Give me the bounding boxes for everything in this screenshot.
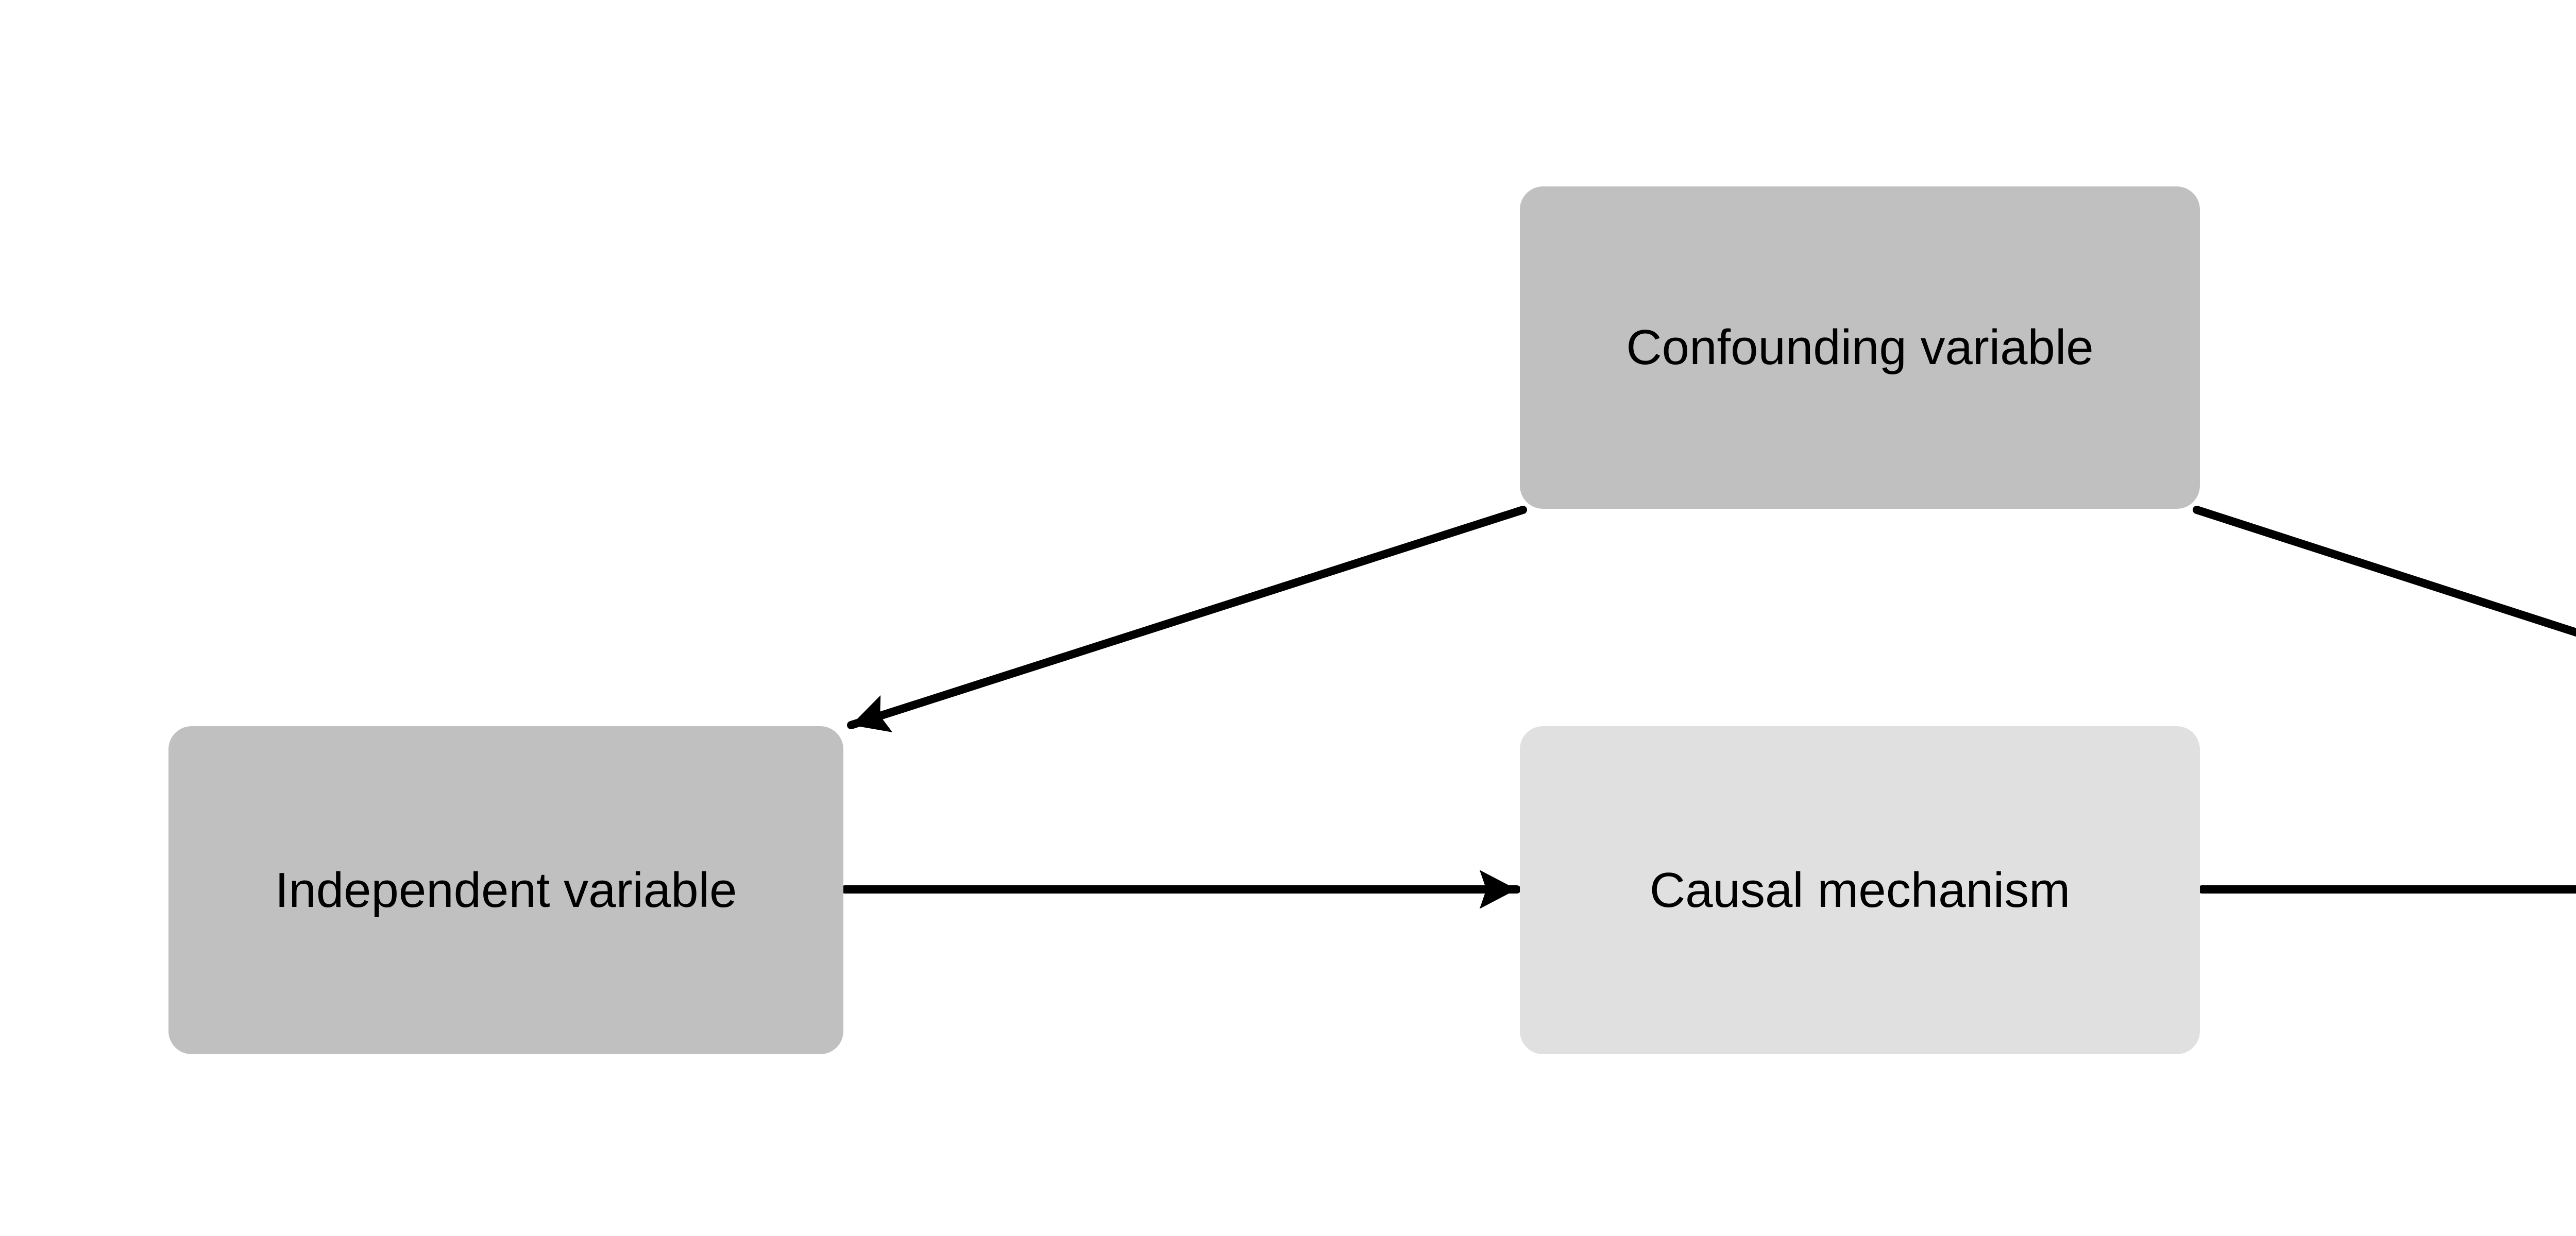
node-confounding-variable: Confounding variable — [1520, 186, 2200, 509]
edge-confounding-to-dependent — [2193, 506, 2576, 637]
node-confounding-variable-label: Confounding variable — [1626, 320, 2094, 375]
node-causal-mechanism-label: Causal mechanism — [1649, 862, 2071, 918]
node-independent-variable-label: Independent variable — [275, 862, 737, 918]
node-causal-mechanism: Causal mechanism — [1520, 726, 2200, 1054]
edge-confounding-to-independent — [847, 506, 1527, 732]
node-independent-variable: Independent variable — [168, 726, 843, 1054]
